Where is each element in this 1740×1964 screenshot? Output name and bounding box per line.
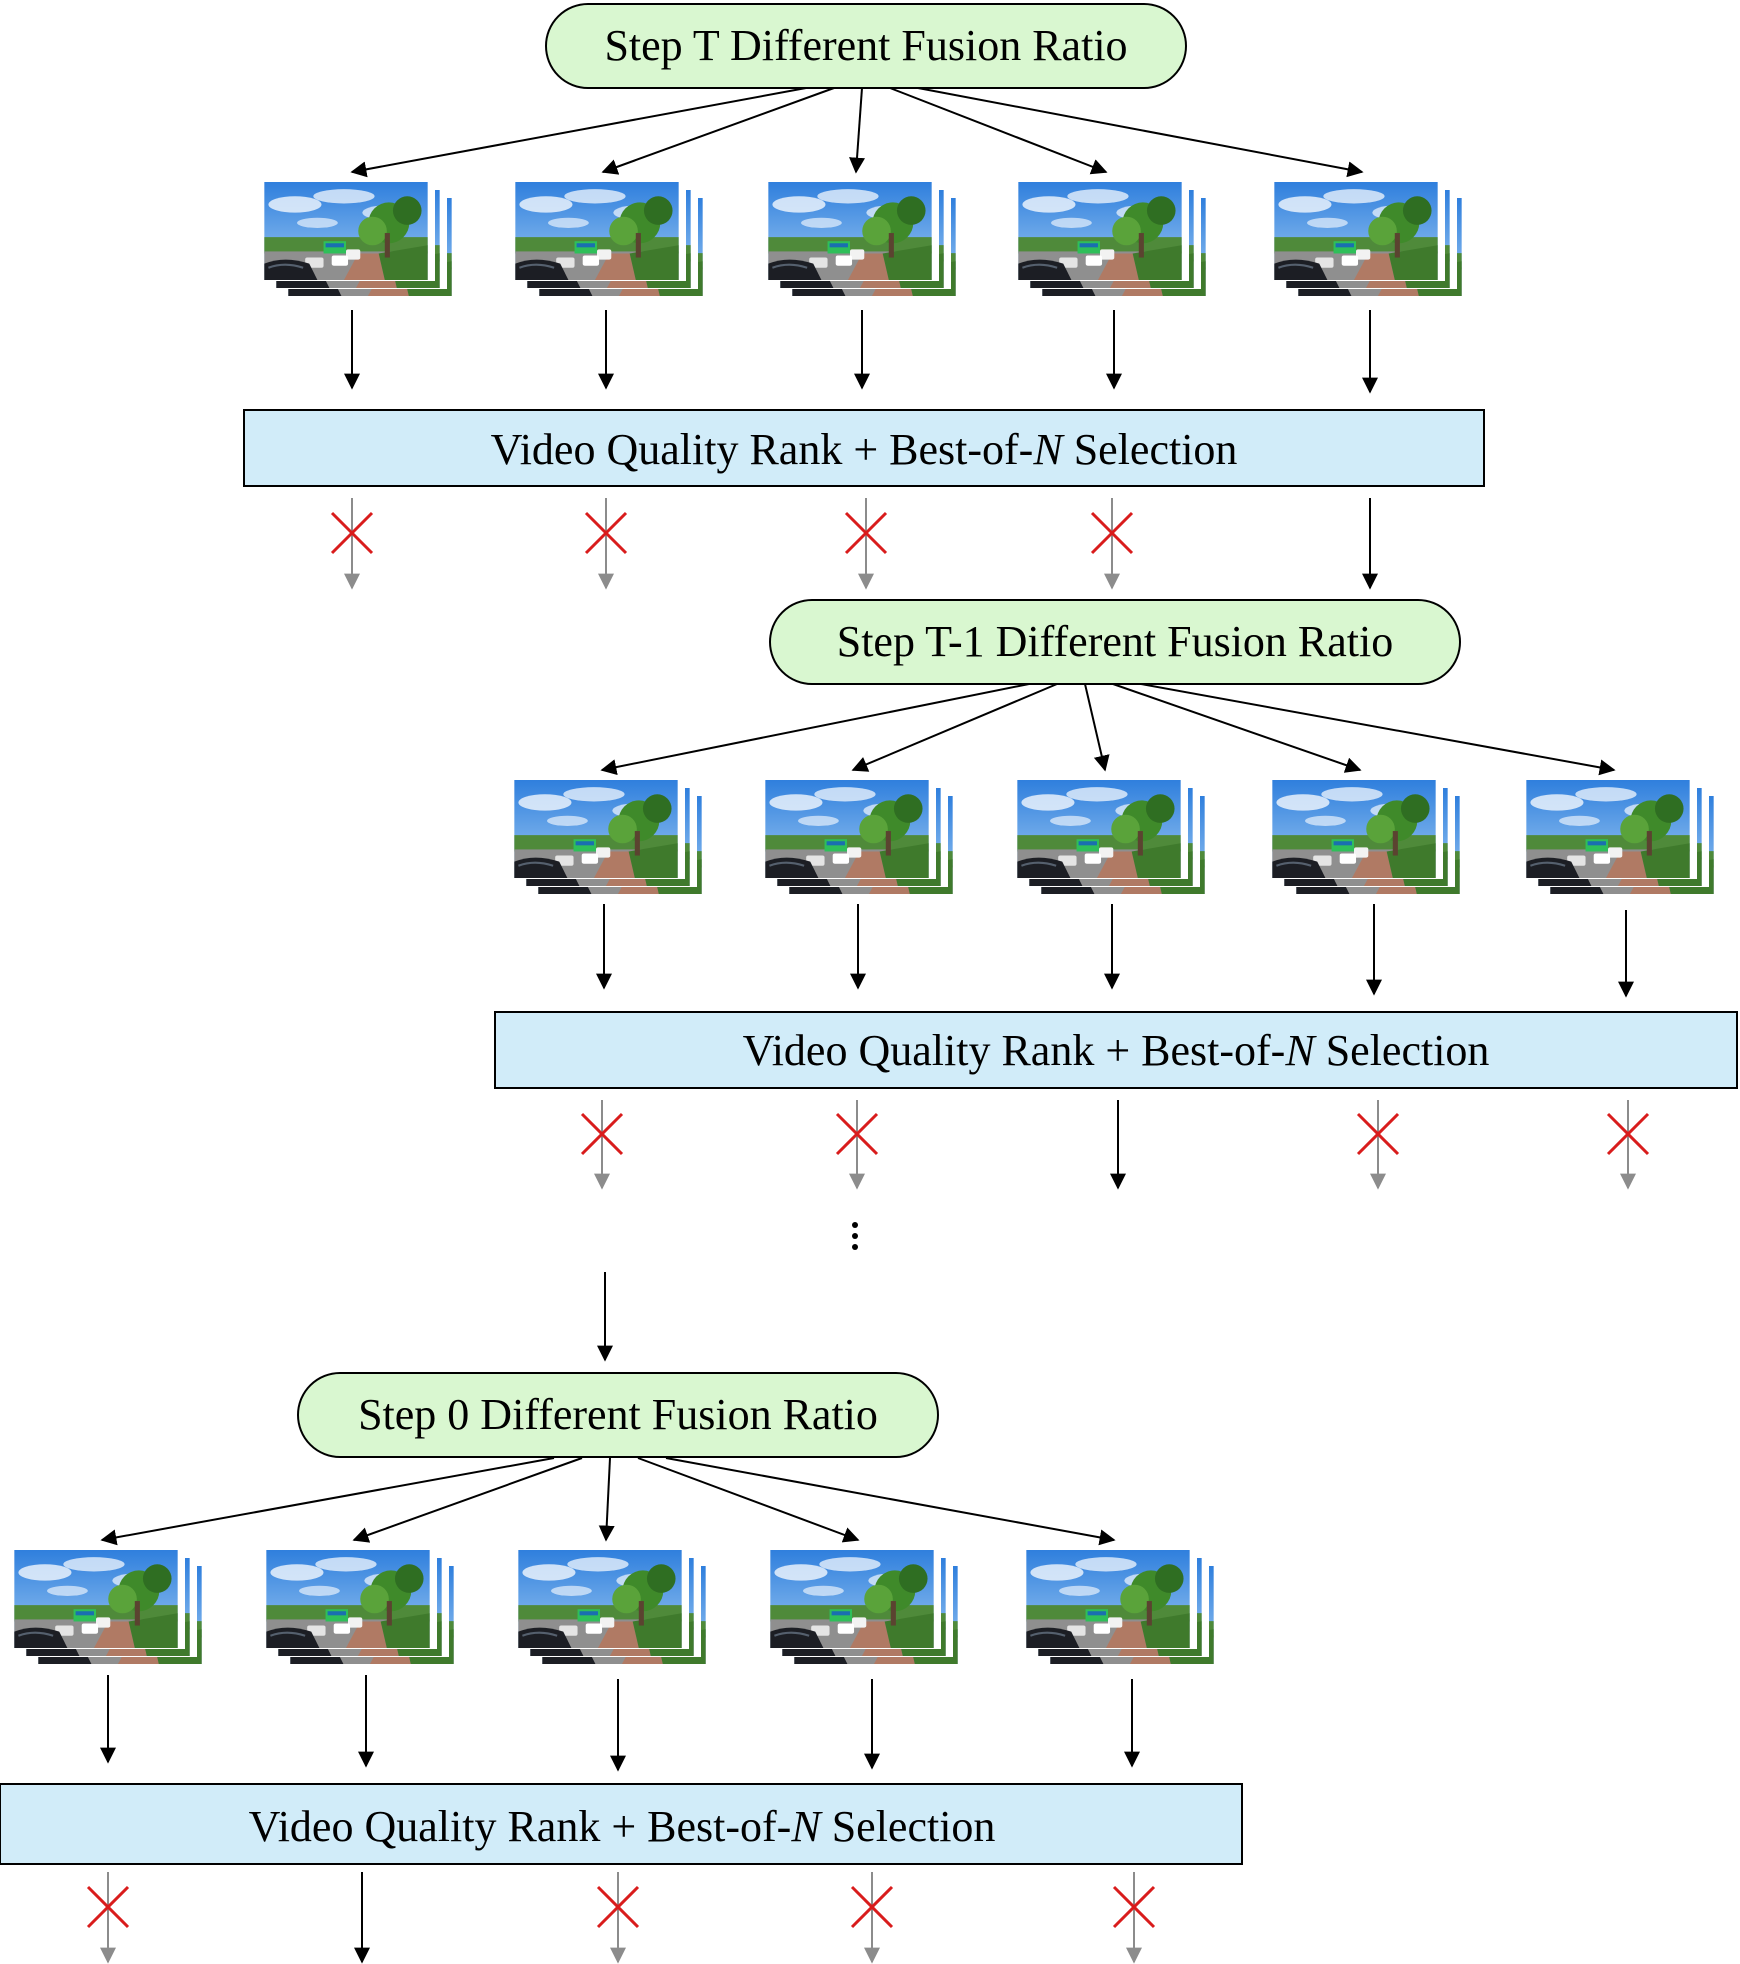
rank-n: N [1032, 425, 1065, 474]
red-cross-icon [580, 1112, 624, 1156]
fan-arrow [665, 1457, 1116, 1546]
fan-arrow [1112, 683, 1362, 773]
video-frame [263, 182, 429, 280]
rank-prefix: Video Quality Rank + Best-of- [491, 425, 1034, 474]
ellipsis-dot [852, 1244, 858, 1250]
video-frame-stack-icon [1011, 181, 1213, 297]
cross-stroke [584, 511, 628, 555]
step-label: Step T-1 Different Fusion Ratio [837, 617, 1394, 666]
step-label: Step 0 Different Fusion Ratio [358, 1390, 878, 1439]
red-cross-icon [330, 511, 374, 555]
video-frame-stack-icon [511, 1549, 713, 1665]
red-cross-icon [850, 1885, 894, 1929]
rank-suffix: Selection [1315, 1026, 1490, 1075]
fan-arrow [350, 87, 807, 178]
video-frame [517, 1550, 683, 1648]
video-frame [1273, 182, 1439, 280]
rank-selection-box [494, 1011, 1738, 1089]
continuation-ellipsis [852, 1222, 858, 1250]
video-frame-stack-icon [1019, 1549, 1221, 1665]
cross-stroke [1606, 1112, 1650, 1156]
red-cross-icon [86, 1885, 130, 1929]
video-frame [769, 1550, 935, 1648]
cross-stroke [1356, 1112, 1400, 1156]
rank-suffix: Selection [1063, 425, 1238, 474]
fan-arrow [100, 1457, 555, 1546]
red-cross-icon [584, 511, 628, 555]
step-label: Step T Different Fusion Ratio [604, 21, 1127, 70]
video-frame-stack-icon [507, 779, 709, 895]
step-pill [545, 3, 1187, 89]
red-cross-icon [835, 1112, 879, 1156]
rank-selection-box [0, 1783, 1243, 1865]
video-frame-stack-icon [508, 181, 710, 297]
fan-arrow [917, 87, 1364, 178]
video-frame [764, 780, 930, 878]
fan-arrow [1084, 683, 1110, 772]
ellipsis-dot [852, 1233, 858, 1239]
rank-prefix: Video Quality Rank + Best-of- [743, 1026, 1286, 1075]
cross-stroke [844, 511, 888, 555]
video-frame [1017, 182, 1183, 280]
video-frame-stack-icon [257, 181, 459, 297]
cross-stroke [580, 1112, 624, 1156]
fan-arrow [352, 1457, 583, 1543]
rank-prefix: Video Quality Rank + Best-of- [249, 1802, 792, 1851]
red-cross-icon [1090, 511, 1134, 555]
video-frame-stack-icon [1265, 779, 1467, 895]
rank-selection-label: Video Quality Rank + Best-of-N Selection [743, 1026, 1490, 1075]
video-frame [767, 182, 933, 280]
red-cross-icon [844, 511, 888, 555]
video-frame-stack-icon [259, 1549, 461, 1665]
fan-arrow [849, 87, 866, 174]
fan-arrow [1140, 683, 1616, 776]
video-frame [13, 1550, 179, 1648]
rank-selection-label: Video Quality Rank + Best-of-N Selection [491, 425, 1238, 474]
red-cross-icon [596, 1885, 640, 1929]
fan-arrow [598, 1457, 615, 1542]
video-frame [1525, 780, 1691, 878]
video-frame-stack-icon [763, 1549, 965, 1665]
video-frame [265, 1550, 431, 1648]
cross-stroke [850, 1885, 894, 1929]
cross-stroke [330, 511, 374, 555]
cross-stroke [596, 1885, 640, 1929]
fan-arrow [601, 87, 835, 175]
fan-arrow [600, 683, 1030, 775]
cross-stroke [1112, 1885, 1156, 1929]
cross-stroke [86, 1885, 130, 1929]
step-pill [297, 1372, 939, 1458]
video-frame-stack-icon [1010, 779, 1212, 895]
rank-selection-box [243, 409, 1485, 487]
video-frame-stack-icon [758, 779, 960, 895]
red-cross-icon [1606, 1112, 1650, 1156]
fan-arrow [637, 1457, 860, 1543]
video-frame [1271, 780, 1437, 878]
ellipsis-dot [852, 1222, 858, 1228]
red-cross-icon [1112, 1885, 1156, 1929]
fan-arrow [889, 87, 1108, 175]
fan-arrow [851, 683, 1058, 772]
video-frame [1016, 780, 1182, 878]
video-frame [514, 182, 680, 280]
video-frame-stack-icon [7, 1549, 209, 1665]
video-frame-stack-icon [1519, 779, 1721, 895]
video-frame [513, 780, 679, 878]
rank-selection-label: Video Quality Rank + Best-of-N Selection [249, 1802, 996, 1851]
red-cross-icon [1356, 1112, 1400, 1156]
cross-stroke [835, 1112, 879, 1156]
cross-stroke [1090, 511, 1134, 555]
video-frame [1025, 1550, 1191, 1648]
rank-suffix: Selection [821, 1802, 996, 1851]
video-frame-stack-icon [761, 181, 963, 297]
video-frame-stack-icon [1267, 181, 1469, 297]
rank-n: N [790, 1802, 823, 1851]
rank-n: N [1284, 1026, 1317, 1075]
